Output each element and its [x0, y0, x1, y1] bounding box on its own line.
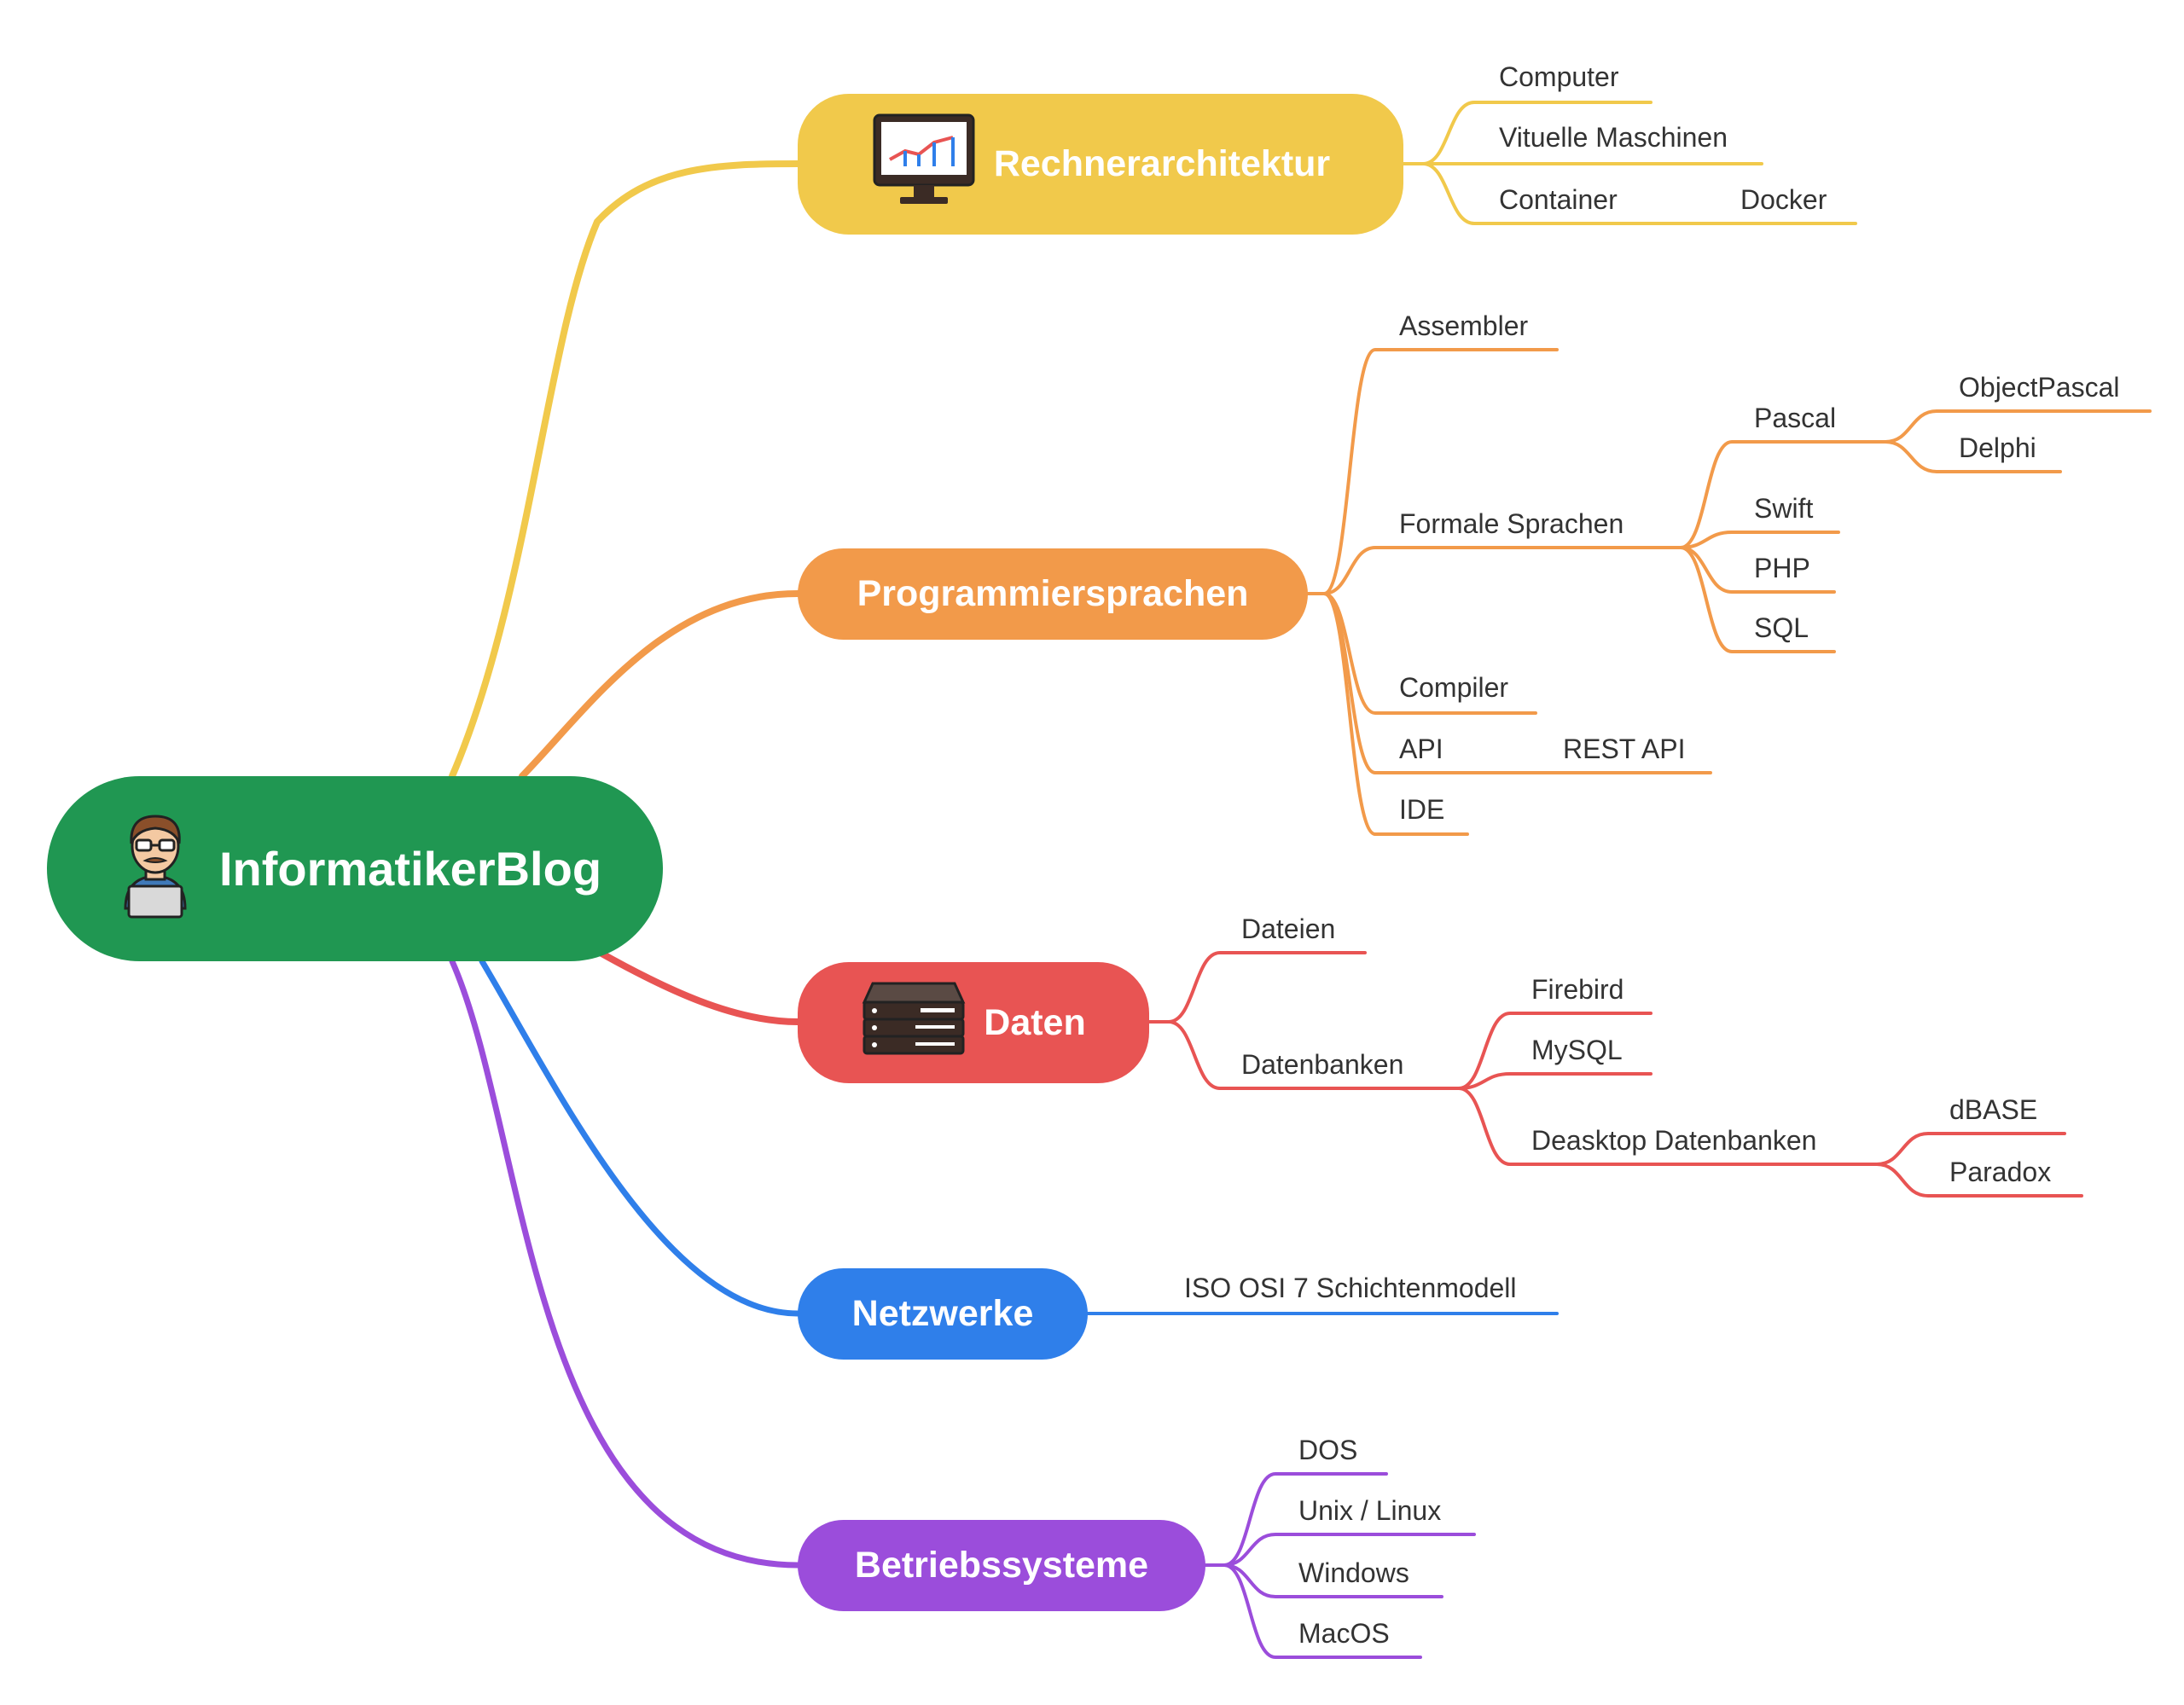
programmer-avatar-icon: [108, 808, 202, 930]
connector-root-programmiersprachen: [519, 590, 801, 780]
connector-pascal: [1679, 440, 1887, 549]
connector-unix: [1223, 1533, 1476, 1567]
topic-paradox[interactable]: Paradox: [1949, 1157, 2052, 1187]
topic-delphi[interactable]: Delphi: [1959, 432, 2036, 463]
topic-dateien[interactable]: Dateien: [1241, 913, 1336, 944]
topic-dbase[interactable]: dBASE: [1949, 1094, 2038, 1125]
topic-windows[interactable]: Windows: [1298, 1557, 1409, 1588]
branch-label-daten: Daten: [984, 1001, 1086, 1043]
topic-macos[interactable]: MacOS: [1298, 1618, 1390, 1649]
topic-mysql[interactable]: MySQL: [1531, 1035, 1623, 1065]
connector-assembler: [1322, 348, 1559, 595]
topic-dos[interactable]: DOS: [1298, 1435, 1358, 1465]
topic-assembler[interactable]: Assembler: [1399, 310, 1529, 341]
connector-root-rechnerarchitektur: [449, 160, 801, 780]
branch-label-betriebssysteme: Betriebssysteme: [854, 1545, 1149, 1586]
branch-node-betriebssysteme[interactable]: Betriebssysteme: [798, 1520, 1205, 1611]
topic-pascal[interactable]: Pascal: [1754, 403, 1837, 433]
topic-unix-linux[interactable]: Unix / Linux: [1298, 1495, 1442, 1526]
connector-desktop: [1457, 1087, 1879, 1166]
branch-node-rechnerarchitektur[interactable]: Rechnerarchitektur: [798, 94, 1403, 235]
topic-swift[interactable]: Swift: [1754, 493, 1814, 524]
branch-node-daten[interactable]: Daten: [798, 962, 1149, 1083]
connector-computer: [1421, 101, 1653, 165]
connector-swift: [1679, 531, 1840, 549]
topic-desktop-datenbanken[interactable]: Deasktop Datenbanken: [1531, 1125, 1817, 1156]
connector-dos: [1223, 1472, 1388, 1567]
branch-node-netzwerke[interactable]: Netzwerke: [798, 1268, 1088, 1360]
connector-dateien: [1167, 951, 1367, 1024]
topic-objectpascal[interactable]: ObjectPascal: [1959, 372, 2120, 403]
connector-formale: [1322, 546, 1682, 595]
monitor-chart-icon: [871, 112, 977, 217]
branch-node-programmiersprachen[interactable]: Programmiersprachen: [798, 548, 1308, 640]
topic-compiler[interactable]: Compiler: [1399, 672, 1509, 703]
topic-docker[interactable]: Docker: [1740, 184, 1827, 215]
root-node[interactable]: InformatikerBlog: [47, 776, 663, 961]
branch-label-programmiersprachen: Programmiersprachen: [857, 573, 1249, 614]
topic-formale-sprachen[interactable]: Formale Sprachen: [1399, 508, 1624, 539]
topic-datenbanken[interactable]: Datenbanken: [1241, 1049, 1404, 1080]
topic-php[interactable]: PHP: [1754, 553, 1810, 583]
topic-api[interactable]: API: [1399, 734, 1443, 764]
connector-root-daten: [594, 948, 801, 1025]
branch-label-netzwerke: Netzwerke: [851, 1293, 1034, 1334]
connector-macos: [1223, 1563, 1422, 1659]
branch-label-rechnerarchitektur: Rechnerarchitektur: [993, 143, 1331, 184]
topic-iso-osi[interactable]: ISO OSI 7 Schichtenmodell: [1184, 1273, 1517, 1303]
connector-datenbanken: [1167, 1020, 1461, 1090]
topic-sql[interactable]: SQL: [1754, 612, 1809, 643]
connector-ide: [1322, 592, 1469, 836]
connector-root-netzwerke: [479, 958, 801, 1317]
connector-paradox: [1875, 1163, 2083, 1198]
connector-container: [1421, 162, 1857, 225]
connector-dbase: [1875, 1132, 2066, 1166]
connector-firebird: [1457, 1012, 1653, 1090]
topic-rest-api[interactable]: REST API: [1563, 734, 1686, 764]
topic-computer[interactable]: Computer: [1499, 61, 1619, 92]
topic-virtuelle-maschinen[interactable]: Vituelle Maschinen: [1499, 122, 1728, 153]
connector-delphi: [1884, 440, 2062, 473]
topic-ide[interactable]: IDE: [1399, 794, 1445, 825]
connector-root-betriebssysteme: [449, 958, 801, 1569]
connector-objectpascal: [1884, 409, 2152, 444]
connector-sql: [1679, 546, 1836, 653]
connector-mysql: [1457, 1072, 1653, 1090]
server-rack-icon: [861, 980, 967, 1066]
root-label: InformatikerBlog: [218, 842, 602, 896]
topic-firebird[interactable]: Firebird: [1531, 974, 1624, 1005]
topic-container[interactable]: Container: [1499, 184, 1618, 215]
